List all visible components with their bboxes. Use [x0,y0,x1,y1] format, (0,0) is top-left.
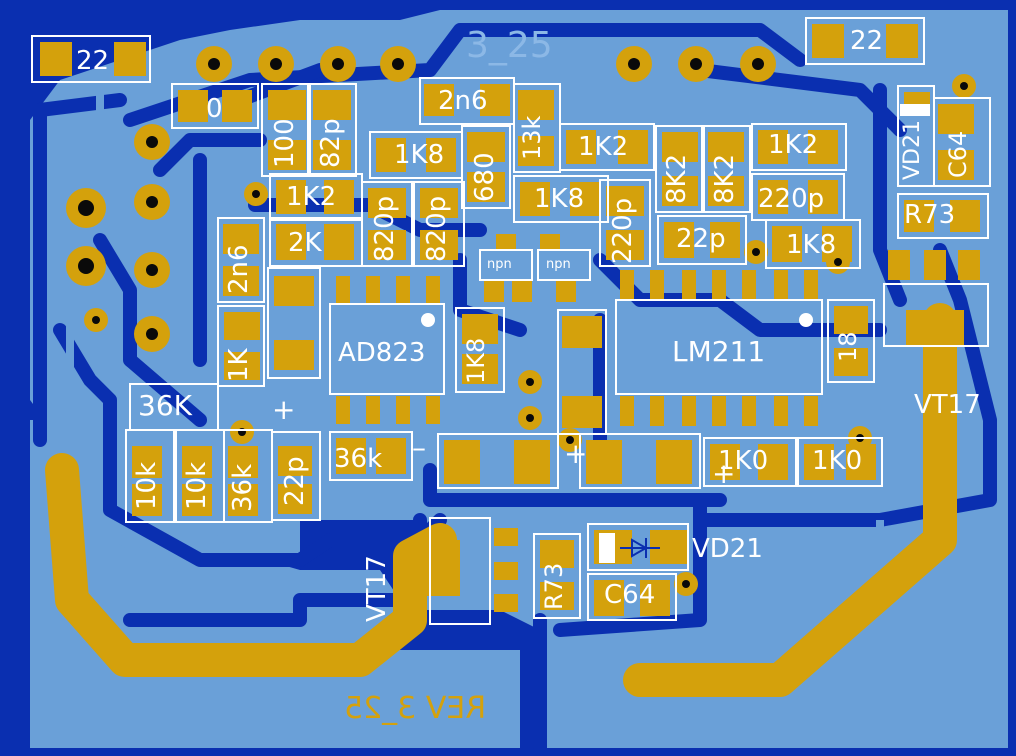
r100-label: 100 [270,118,300,168]
c820p-a-label: 820p [370,195,400,262]
r36k-c-label: 36k [334,444,383,474]
c220p-a-label: 220p [758,184,825,214]
r73-bottom-label: R73 [540,562,568,610]
npn-left-label: npn [487,257,512,272]
r1k8-b-label: 1K8 [534,184,585,214]
silkscreen-outlines [31,17,991,625]
opamp-label: AD823 [338,338,426,368]
r2k-label: 2K [288,228,322,258]
c22p-mid-label: 22p [676,224,726,254]
drill-holes [78,58,968,588]
polarity-plus-upper: + [272,393,296,426]
npn-right-label: npn [546,257,571,272]
c22p-low-label: 22p [280,456,310,506]
r680-label: 680 [470,152,500,202]
c2n6-top-label: 2n6 [438,86,488,116]
c820p-b-label: 820p [422,195,452,262]
r22-left-label: 22 [76,46,110,76]
comparator-label: LM211 [672,335,766,368]
transistor-label-top: VT17 [914,390,981,420]
vd21-top-label: VD21 [900,120,925,180]
transistor-label-bottom: VT17 [362,555,392,622]
r1k0-a-label: 1K0 [718,446,769,476]
pads [40,24,980,616]
r1k0-b-label: 1K0 [812,446,863,476]
c64-top-label: C64 [944,130,972,178]
r8k2-b-label: 8K2 [710,153,740,204]
r10k-b-label: 10k [182,461,212,510]
vd21-bottom-label: VD21 [692,534,763,564]
board-revision: REV 3_25 [344,691,487,726]
r1k8-vert-label: 1K8 [462,337,490,384]
diode-symbol [620,538,660,558]
c220p-b-label: 220p [608,197,638,264]
board-title: 3_25 [466,25,553,66]
r1k8-a-label: 1K8 [394,140,445,170]
r1k2-c-label: 1K2 [286,182,337,212]
r22-right-label: 22 [850,26,884,56]
polarity-plus-middle: + [564,437,588,470]
c2n6-left-label: 2n6 [224,244,254,294]
c82p-label: 82p [316,118,346,168]
r1k2-b-label: 1K2 [768,130,819,160]
r1k2-a-label: 1K2 [578,132,629,162]
polarity-plus-lower: + [712,457,736,490]
r1k8-c-label: 1K8 [786,230,837,260]
r18-label: 18 [834,331,862,362]
polarity-minus: – [412,431,426,464]
r1k-label: 1K [224,348,254,382]
r0-label: 0 [206,94,223,124]
r8k2-a-label: 8K2 [662,153,692,204]
r13k-label: 13k [518,115,546,160]
r36k-b-label: 36k [228,463,258,512]
r10k-a-label: 10k [132,461,162,510]
ic-pin-markers [421,104,930,327]
r36k-a-label: 36K [138,389,192,422]
r73-top-label: R73 [904,200,956,230]
c64-bottom-label: C64 [604,580,656,610]
